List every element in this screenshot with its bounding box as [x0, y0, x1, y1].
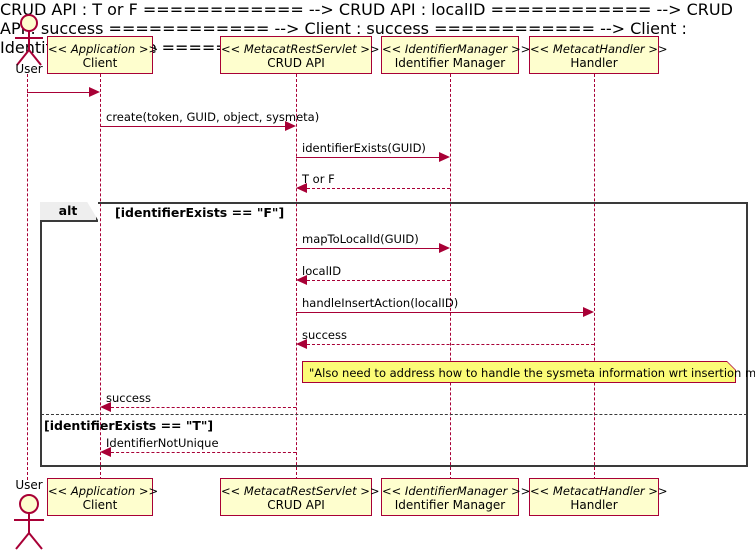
- message-label-identifier-exists: identifierExists(GUID): [302, 141, 426, 155]
- alt-frame-operator-tab: alt: [40, 200, 98, 222]
- participant-box-identifier-manager-bottom[interactable]: << IdentifierManager >> Identifier Manag…: [381, 478, 531, 516]
- participant-box-crud-api-bottom[interactable]: << MetacatRestServlet >> CRUD API: [220, 478, 380, 516]
- participant-name: Handler: [570, 56, 618, 71]
- message-line-create: [100, 126, 286, 127]
- message-label-handle-insert-action: handleInsertAction(localID): [302, 296, 459, 310]
- message-line-identifier-exists: [296, 157, 440, 158]
- lifeline-user: [27, 74, 28, 480]
- message-line-map-to-local-id: [296, 248, 440, 249]
- alt-guard-branch-1: [identifierExists == "F"]: [115, 205, 285, 220]
- participant-name: Identifier Manager: [394, 56, 506, 71]
- note-fold-corner-inner: [727, 361, 736, 370]
- message-label-success-client: success: [106, 391, 151, 405]
- message-label-create: create(token, GUID, object, sysmeta): [106, 110, 320, 124]
- actor-label-bottom: User: [15, 478, 43, 492]
- participant-name: CRUD API: [267, 56, 325, 71]
- message-label-t-or-f: T or F: [302, 172, 335, 186]
- message-line-user-to-client: [27, 92, 90, 93]
- participant-name: Client: [82, 56, 118, 71]
- participant-box-handler-bottom[interactable]: << MetacatHandler >> Handler: [529, 478, 668, 516]
- lifeline-client: [100, 74, 101, 480]
- participant-stereotype: << IdentifierManager >>: [382, 42, 531, 56]
- lifeline-identifier-manager: [450, 74, 451, 480]
- lifeline-handler: [594, 74, 595, 480]
- participant-stereotype: << MetacatHandler >>: [530, 42, 668, 56]
- message-label-identifier-not-unique: IdentifierNotUnique: [106, 436, 219, 450]
- alt-frame-divider: [41, 414, 747, 415]
- participant-box-handler-top[interactable]: << MetacatHandler >> Handler: [529, 36, 668, 74]
- message-line-success-handler: [307, 344, 594, 345]
- message-line-handle-insert-action: [296, 312, 584, 313]
- message-arrowhead-user-to-client: [89, 87, 100, 97]
- message-arrowhead-identifier-exists: [439, 152, 450, 162]
- message-line-local-id: [307, 280, 450, 281]
- actor-label-top: User: [15, 62, 43, 76]
- participant-box-client-bottom[interactable]: << Application >> Client: [47, 478, 159, 516]
- alt-frame: [40, 202, 748, 467]
- participant-stereotype: << Application >>: [48, 484, 159, 498]
- participant-stereotype: << Application >>: [48, 42, 159, 56]
- message-label-local-id: localID: [302, 264, 342, 278]
- message-arrowhead-identifier-not-unique: [100, 447, 111, 457]
- alt-guard-branch-2: [identifierExists == "T"]: [44, 418, 214, 433]
- actor-stick-figure-icon: [15, 14, 43, 66]
- message-arrowhead-handle-insert-action: [583, 307, 594, 317]
- participant-stereotype: << IdentifierManager >>: [382, 484, 531, 498]
- message-line-identifier-not-unique: [111, 452, 296, 453]
- message-arrowhead-map-to-local-id: [439, 243, 450, 253]
- participant-stereotype: << MetacatHandler >>: [530, 484, 668, 498]
- message-label-success-handler: success: [302, 328, 347, 342]
- message-line-t-or-f: [307, 188, 450, 189]
- actor-user-bottom: [8, 494, 50, 553]
- participant-name: CRUD API: [267, 498, 325, 513]
- message-arrowhead-success-handler: [296, 339, 307, 349]
- message-arrowhead-local-id: [296, 275, 307, 285]
- participant-box-identifier-manager-top[interactable]: << IdentifierManager >> Identifier Manag…: [381, 36, 531, 74]
- participant-name: Identifier Manager: [394, 498, 506, 513]
- note-sysmeta: "Also need to address how to handle the …: [302, 361, 755, 383]
- message-arrowhead-create: [285, 121, 296, 131]
- message-arrowhead-success-client: [100, 402, 111, 412]
- message-arrowhead-t-or-f: [296, 183, 307, 193]
- participant-name: Client: [82, 498, 118, 513]
- participant-box-client-top[interactable]: << Application >> Client: [47, 36, 159, 74]
- message-label-map-to-local-id: mapToLocalId(GUID): [302, 232, 419, 246]
- participant-name: Handler: [570, 498, 618, 513]
- actor-stick-figure-icon: [14, 494, 44, 550]
- message-line-success-client: [111, 407, 296, 408]
- actor-user-top: [8, 14, 50, 70]
- participant-box-crud-api-top[interactable]: << MetacatRestServlet >> CRUD API: [220, 36, 380, 74]
- participant-stereotype: << MetacatRestServlet >>: [221, 42, 380, 56]
- participant-stereotype: << MetacatRestServlet >>: [221, 484, 380, 498]
